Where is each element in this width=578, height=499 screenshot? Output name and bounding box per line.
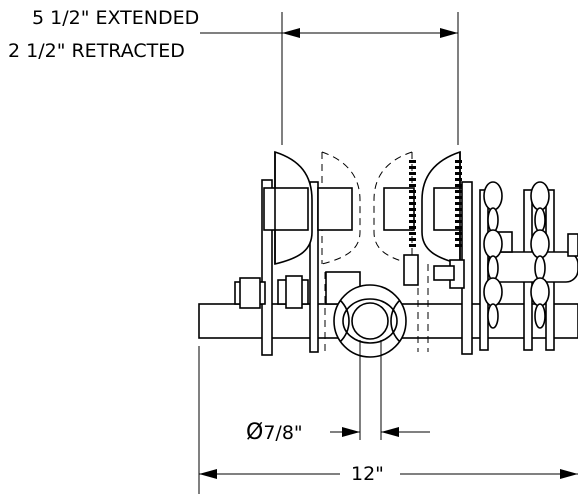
gear-tooth xyxy=(455,160,462,163)
gear-tooth xyxy=(455,238,462,241)
gear-tooth xyxy=(455,190,462,193)
chain-link xyxy=(534,207,546,233)
gear-tooth xyxy=(409,184,416,187)
left-wheel-retracted xyxy=(317,151,361,265)
gear-tooth xyxy=(409,214,416,217)
gear-tooth xyxy=(455,184,462,187)
width-dimension xyxy=(198,346,578,494)
gear-tooth xyxy=(409,220,416,223)
diameter-dimension xyxy=(330,427,430,437)
chain-link xyxy=(487,255,499,281)
chain-links xyxy=(483,181,550,329)
chain-link xyxy=(530,181,550,211)
chain-link xyxy=(530,277,550,307)
gear-tooth xyxy=(455,172,462,175)
gear-tooth xyxy=(409,202,416,205)
gear-teeth xyxy=(409,160,462,247)
diameter-value: 7/8" xyxy=(263,422,303,444)
extended-label: 5 1/2" EXTENDED xyxy=(32,7,200,29)
retracted-label: 2 1/2" RETRACTED xyxy=(8,40,185,62)
center-clamp xyxy=(333,284,407,440)
left-wheel xyxy=(263,150,313,266)
gear-tooth xyxy=(409,160,416,163)
diameter-symbol: Ø xyxy=(246,420,264,445)
gear-tooth xyxy=(455,226,462,229)
diameter-label: Ø7/8" xyxy=(246,422,303,444)
chain-link xyxy=(483,277,503,307)
left-assembly xyxy=(234,179,361,356)
gear-tooth xyxy=(409,208,416,211)
chain-link xyxy=(534,255,546,281)
right-wheel xyxy=(403,150,473,355)
gear-tooth xyxy=(455,166,462,169)
chain-link xyxy=(534,303,546,329)
gear-tooth xyxy=(409,172,416,175)
gear-tooth xyxy=(455,178,462,181)
gear-tooth xyxy=(409,226,416,229)
gear-tooth xyxy=(409,178,416,181)
gear-tooth xyxy=(409,196,416,199)
chain-link xyxy=(487,303,499,329)
chain-link xyxy=(483,229,503,259)
gear-tooth xyxy=(409,238,416,241)
chain-link xyxy=(483,181,503,211)
gear-tooth xyxy=(455,196,462,199)
gear-tooth xyxy=(455,214,462,217)
gear-tooth xyxy=(455,232,462,235)
gear-tooth xyxy=(409,166,416,169)
gear-tooth xyxy=(409,232,416,235)
chain-link xyxy=(530,229,550,259)
gear-tooth xyxy=(409,190,416,193)
travel-dimension xyxy=(200,12,459,145)
gear-tooth xyxy=(409,244,416,247)
gear-tooth xyxy=(455,208,462,211)
width-label: 12" xyxy=(351,463,384,485)
gear-tooth xyxy=(455,244,462,247)
gear-tooth xyxy=(455,202,462,205)
chain-link xyxy=(487,207,499,233)
gear-tooth xyxy=(455,220,462,223)
